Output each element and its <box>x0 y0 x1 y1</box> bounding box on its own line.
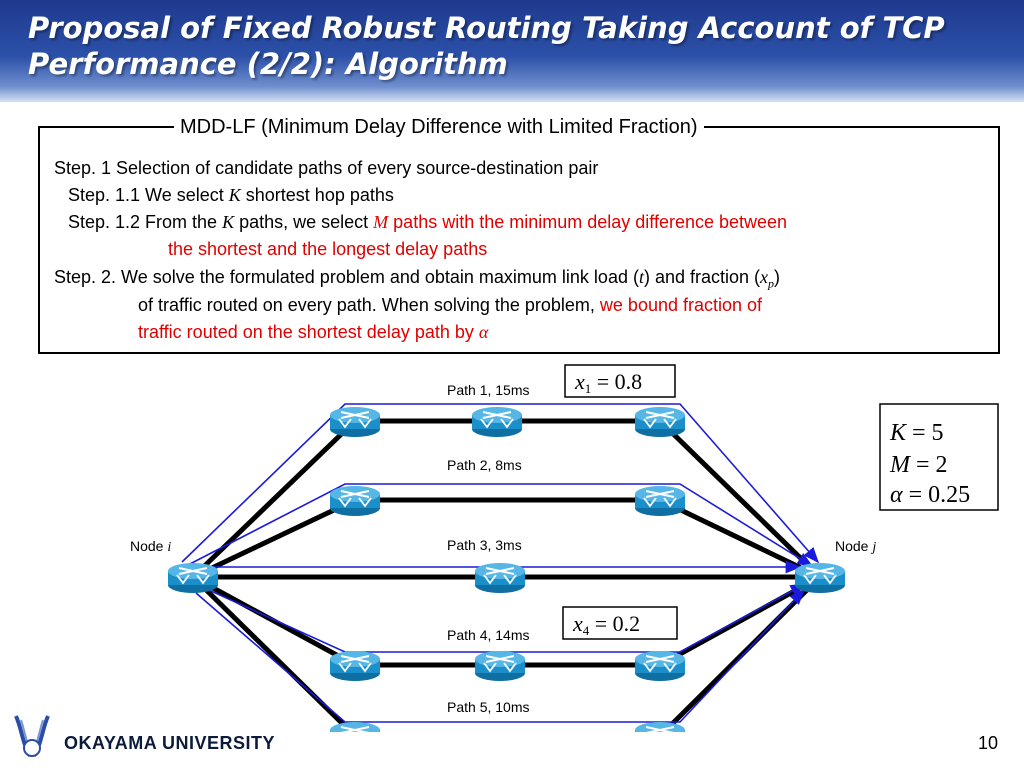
routers <box>167 406 846 732</box>
router-icon <box>634 721 686 732</box>
router-icon <box>167 562 219 594</box>
step-1-1: Step. 1.1 We select K shortest hop paths <box>68 183 394 207</box>
router-icon <box>794 562 846 594</box>
svg-text:x1 = 0.8: x1 = 0.8 <box>574 369 642 396</box>
step-2-text-c: ) <box>774 267 781 287</box>
step-1-2-text-b: paths, we select <box>234 212 374 232</box>
var-alpha: α <box>478 322 489 342</box>
algorithm-title: MDD-LF (Minimum Delay Difference with Li… <box>174 114 704 140</box>
router-icon <box>634 650 686 682</box>
step-1-1-text-a: Step. 1.1 We select <box>68 185 229 205</box>
param-m: M = 2 <box>889 452 948 478</box>
link-path-2 <box>191 497 822 580</box>
router-icon <box>634 485 686 517</box>
x1-box: x1 = 0.8 <box>564 364 676 398</box>
parameter-box: K = 5 M = 2 α = 0.25 <box>879 403 999 511</box>
title-bar <box>0 0 1024 102</box>
route-path-5 <box>195 588 806 723</box>
step-2-line-2-text: of traffic routed on every path. When so… <box>138 295 600 315</box>
path-5-label: Path 5, 10ms <box>447 699 530 715</box>
step-1-text: Step. 1 Selection of candidate paths of … <box>54 158 599 178</box>
step-1-1-text-b: shortest hop paths <box>240 185 394 205</box>
node-j-label: Node j <box>835 538 876 555</box>
page-number: 10 <box>977 733 998 753</box>
var-m: M <box>373 212 389 232</box>
step-1: Step. 1 Selection of candidate paths of … <box>54 156 598 180</box>
path-4-label: Path 4, 14ms <box>447 627 530 643</box>
x4-box: x4 = 0.2 <box>562 606 678 640</box>
route-path-1 <box>181 403 820 564</box>
step-1-2-red-b: the shortest and the longest delay paths <box>168 239 488 259</box>
step-1-2-cont: the shortest and the longest delay paths <box>168 237 487 261</box>
var-x: x <box>760 267 769 287</box>
router-icon <box>634 406 686 438</box>
step-1-2-red-a: paths with the minimum delay difference … <box>388 212 788 232</box>
step-2: Step. 2. We solve the formulated problem… <box>54 265 780 296</box>
var-t: t <box>638 267 644 287</box>
link-path-5 <box>191 575 822 732</box>
step-1-2: Step. 1.2 From the K paths, we select M … <box>68 210 787 234</box>
param-k: K = 5 <box>889 420 944 446</box>
router-icon <box>329 406 381 438</box>
path-3-label: Path 3, 3ms <box>447 537 522 553</box>
var-k: K <box>228 185 241 205</box>
var-k: K <box>222 212 235 232</box>
router-icon <box>329 650 381 682</box>
step-2-text-a: Step. 2. We solve the formulated problem… <box>54 267 639 287</box>
university-name: OKAYAMA UNIVERSITY <box>64 733 276 753</box>
router-icon <box>474 650 526 682</box>
network-diagram: Path 1, 15ms Path 2, 8ms Path 3, 3ms Pat… <box>130 364 999 732</box>
router-icon <box>474 562 526 594</box>
route-path-4 <box>199 583 807 653</box>
route-path-2 <box>185 483 814 567</box>
router-icon <box>329 485 381 517</box>
path-2-label: Path 2, 8ms <box>447 457 522 473</box>
path-1-label: Path 1, 15ms <box>447 382 530 398</box>
university-logo-icon <box>14 715 50 757</box>
node-i-label: Node i <box>130 538 171 555</box>
step-2-line-3: traffic routed on the shortest delay pat… <box>138 320 488 344</box>
step-2-line-2-red: we bound fraction of <box>599 295 763 315</box>
slide-title: Proposal of Fixed Robust Routing Taking … <box>28 11 945 81</box>
step-1-2-text-a: Step. 1.2 From the <box>68 212 223 232</box>
svg-text:x4 = 0.2: x4 = 0.2 <box>572 611 640 638</box>
step-2-line-3-red: traffic routed on the shortest delay pat… <box>138 322 479 342</box>
router-icon <box>471 406 523 438</box>
router-icon <box>329 721 381 732</box>
step-2-text-b: ) and fraction ( <box>643 267 761 287</box>
param-alpha: α = 0.25 <box>890 482 970 508</box>
routes <box>181 403 820 723</box>
step-2-line-2: of traffic routed on every path. When so… <box>138 293 762 317</box>
var-p: p <box>768 276 775 291</box>
